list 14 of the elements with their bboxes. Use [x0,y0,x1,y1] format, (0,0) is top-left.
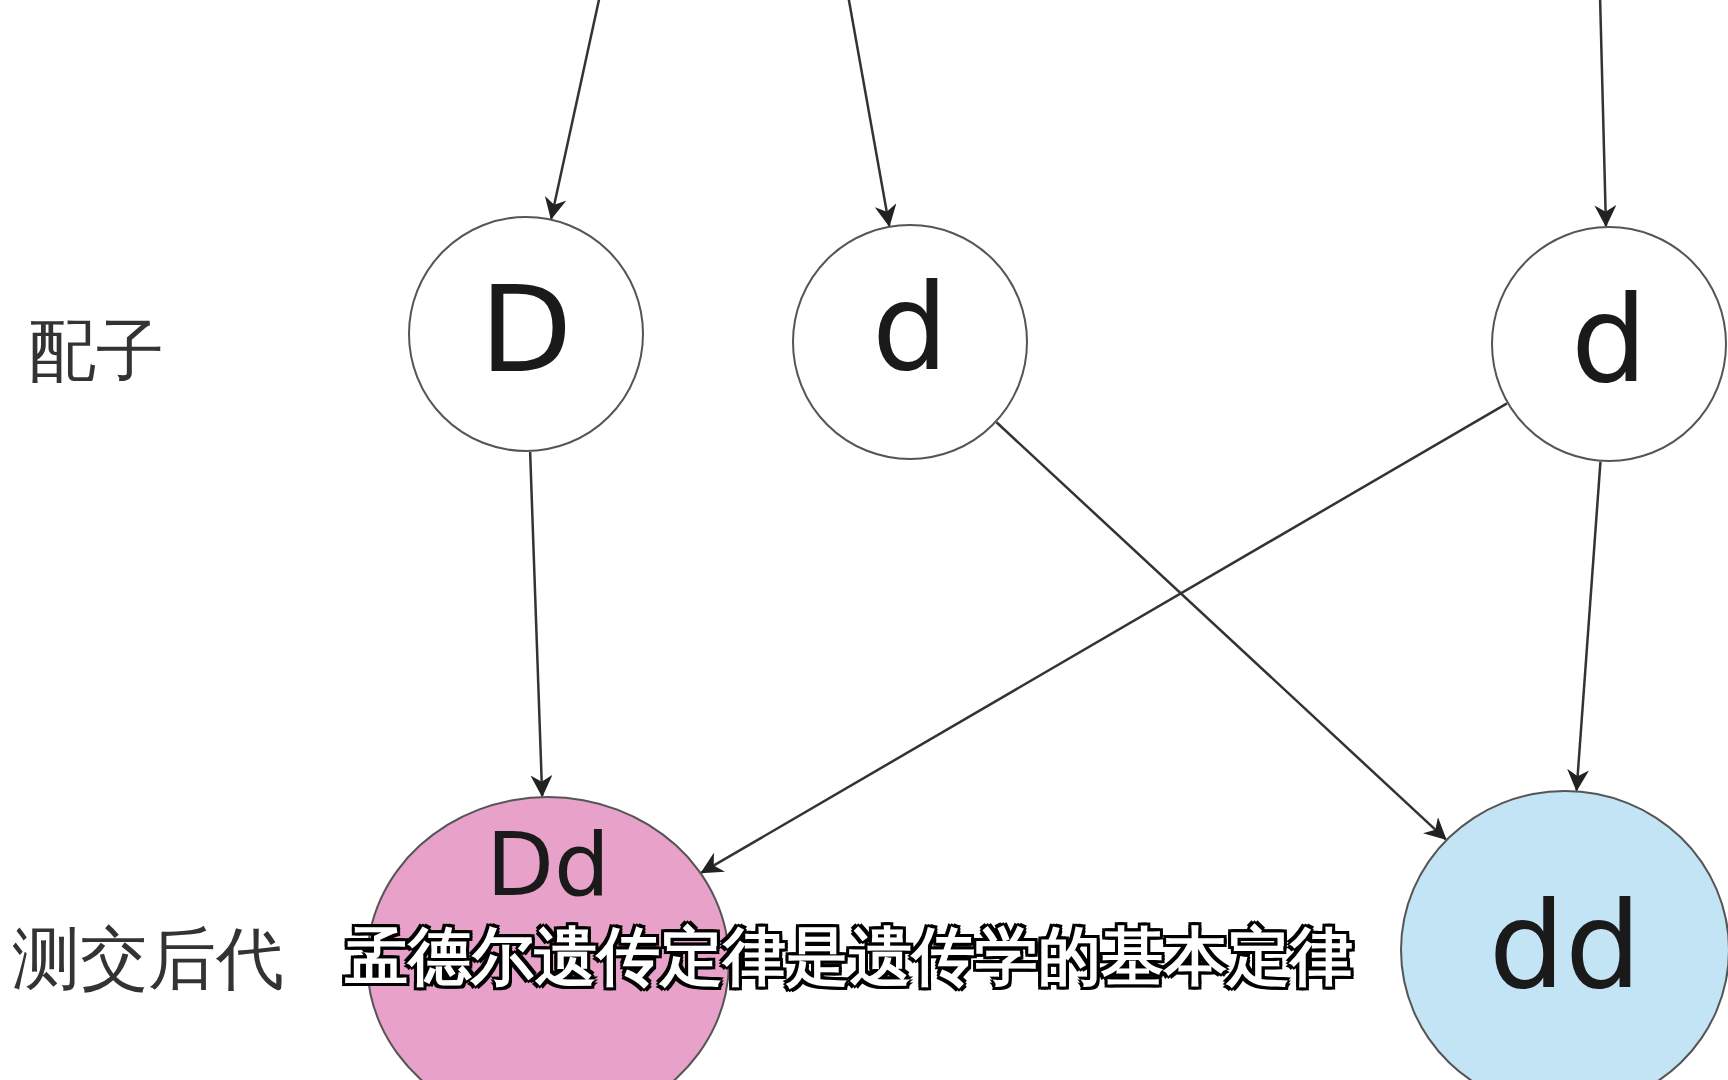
arrow [995,421,1447,841]
arrow [1594,0,1617,228]
row-label: 配子 [28,314,164,389]
arrow [544,0,602,220]
arrow [1567,461,1602,792]
row-label: 测交后代 [12,922,284,997]
allele-label: d [870,268,950,388]
allele-label: d [1569,280,1649,400]
allele-label: Dd [485,820,611,909]
arrow [846,0,897,227]
arrow [528,451,553,798]
allele-label: dd [1487,886,1643,1006]
allele-label: D [478,270,574,390]
arrow [700,402,1508,874]
